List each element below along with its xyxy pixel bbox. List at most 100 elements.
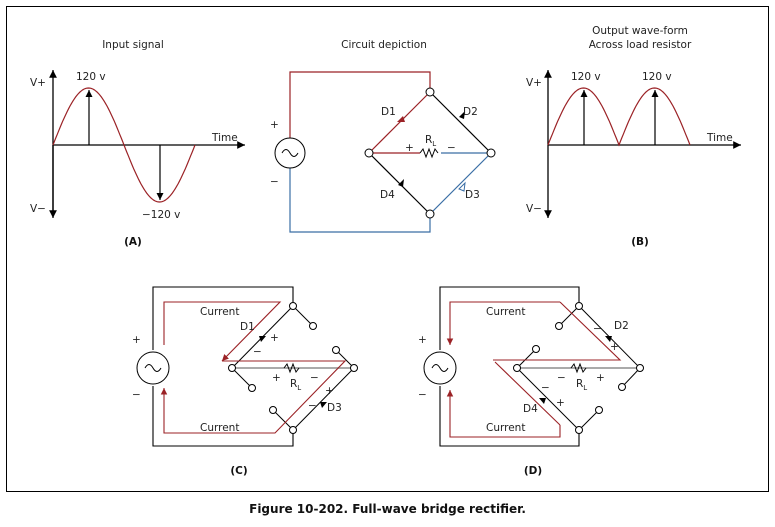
panel-b-label: (B) <box>631 236 649 248</box>
panel-c-d3-diode-icon <box>320 402 327 408</box>
source-minus: − <box>270 176 279 188</box>
rl-letter: R <box>425 134 432 146</box>
panel-d-bottom-wire <box>439 386 580 447</box>
panel-c-current-path-top <box>163 301 282 362</box>
panel-c-top-wire <box>152 286 294 350</box>
panel-c-rl-minus: − <box>310 372 319 384</box>
rl-plus: + <box>405 142 414 154</box>
circuit-title: Circuit depiction <box>341 39 427 51</box>
d4-label: D4 <box>380 189 395 201</box>
d4-diode-icon <box>398 179 404 187</box>
panel-c-d1-plus: + <box>270 332 279 344</box>
panel-c-rl-label: RL <box>290 378 301 392</box>
panel-d-d4-minus: − <box>541 382 550 394</box>
panel-c-ac-source-icon <box>136 351 170 385</box>
figure-frame <box>6 6 769 492</box>
d3-branch <box>429 152 492 215</box>
panel-d-negative-half-cycle: + − Current Current D2 D4 − + − + RL − +… <box>418 286 644 477</box>
panel-c-current-top-label: Current <box>200 306 239 318</box>
panel-d-rl-plus: + <box>596 372 605 384</box>
panel-d-top-wire <box>439 286 580 350</box>
panel-d-resistor-icon <box>570 362 587 374</box>
panel-c-current-bottom-label: Current <box>200 422 239 434</box>
panel-d-source-minus: − <box>418 389 427 401</box>
panel-c-label: (C) <box>230 465 247 477</box>
panel-b-output-waveform: Output wave-form Across load resistor V+… <box>526 25 741 248</box>
panel-c-resistor-icon <box>283 362 300 374</box>
panel-c-current-path-bottom <box>160 360 347 434</box>
panel-c-d3-plus: + <box>325 385 334 397</box>
panel-d-label: (D) <box>524 465 542 477</box>
panel-c-source-plus: + <box>132 334 141 346</box>
panel-b-peak1-label: 120 v <box>571 71 601 83</box>
d2-diode-icon <box>459 111 465 119</box>
d1-branch <box>368 91 431 154</box>
panel-d-current-path-top <box>446 301 560 345</box>
panel-d-current-path-return <box>446 390 561 438</box>
panel-c-positive-half-cycle: + − Current Current D1 D3 + − + − RL + −… <box>132 286 358 477</box>
panel-d-current-path-d4 <box>494 361 561 426</box>
panel-a-label: (A) <box>124 236 142 248</box>
panel-b-rectified-wave <box>547 87 691 147</box>
rl-label: RL <box>425 134 436 148</box>
panel-b-v-plus: V+ <box>526 77 542 89</box>
panel-a-title: Input signal <box>102 39 164 51</box>
d3-label: D3 <box>465 189 480 201</box>
panel-c-d3-label: D3 <box>327 402 342 414</box>
rl-subscript: L <box>432 140 436 148</box>
load-resistor-icon <box>419 147 439 159</box>
negative-supply-wire <box>289 168 431 233</box>
panel-a-trough-label: −120 v <box>142 209 180 221</box>
panel-d-d4-plus: + <box>556 397 565 409</box>
panel-d-d2-label: D2 <box>614 320 629 332</box>
source-plus: + <box>270 119 279 131</box>
panel-a-input-signal: Input signal V+ V− 120 v −120 v Time (A) <box>30 39 245 248</box>
panel-b-title-line2: Across load resistor <box>589 39 692 51</box>
panel-d-d2-diode-icon <box>605 336 612 342</box>
circuit-depiction: Circuit depiction + − D1 D2 D3 D4 + − RL <box>270 39 496 233</box>
panel-a-time-label: Time <box>211 132 238 144</box>
panel-d-d4-branch <box>516 367 580 431</box>
panel-b-v-minus: V− <box>526 203 542 215</box>
panel-d-current-path-mid <box>493 301 622 361</box>
panel-d-current-top-label: Current <box>486 306 525 318</box>
sine-symbol-icon <box>281 149 299 157</box>
panel-a-peak-label: 120 v <box>76 71 106 83</box>
panel-d-d4-diode-icon <box>539 398 546 404</box>
d2-label: D2 <box>463 106 478 118</box>
panel-a-sine-wave <box>52 87 196 203</box>
panel-b-peak2-label: 120 v <box>642 71 672 83</box>
panel-c-d2b-open-switch <box>335 349 355 369</box>
panel-d-d4-label: D4 <box>523 403 538 415</box>
figure-caption: Figure 10-202. Full-wave bridge rectifie… <box>249 502 526 516</box>
panel-d-current-bottom-label: Current <box>486 422 525 434</box>
rl-minus: − <box>447 142 456 154</box>
panel-d-rl-label: RL <box>576 378 587 392</box>
d2-branch <box>429 91 492 154</box>
panel-c-d1-label: D1 <box>240 321 255 333</box>
node-right <box>486 148 496 158</box>
panel-a-v-plus: V+ <box>30 77 46 89</box>
panel-d-sine-icon <box>431 364 449 372</box>
positive-supply-wire <box>289 71 431 138</box>
panel-c-d3-branch <box>292 367 355 431</box>
panel-d-source-plus: + <box>418 334 427 346</box>
panel-d-d2-plus: + <box>610 341 619 353</box>
panel-c-d4-open-switch <box>231 367 253 389</box>
node-top <box>425 87 435 97</box>
panel-c-d1-diode-icon <box>259 336 266 342</box>
panel-d-rl-minus: − <box>557 372 566 384</box>
panel-b-title-line1: Output wave-form <box>592 25 688 37</box>
node-bottom <box>425 209 435 219</box>
panel-c-sine-icon <box>144 364 162 372</box>
panel-c-d2-open-switch <box>292 305 314 327</box>
panel-d-d2-minus: − <box>593 323 602 335</box>
d3-diode-icon <box>458 181 466 192</box>
d1-diode-icon <box>397 116 405 122</box>
ac-source-icon <box>274 137 306 169</box>
panel-b-time-label: Time <box>706 132 733 144</box>
node-left <box>364 148 374 158</box>
panel-a-v-minus: V− <box>30 203 46 215</box>
panel-c-d3-minus: − <box>308 400 317 412</box>
